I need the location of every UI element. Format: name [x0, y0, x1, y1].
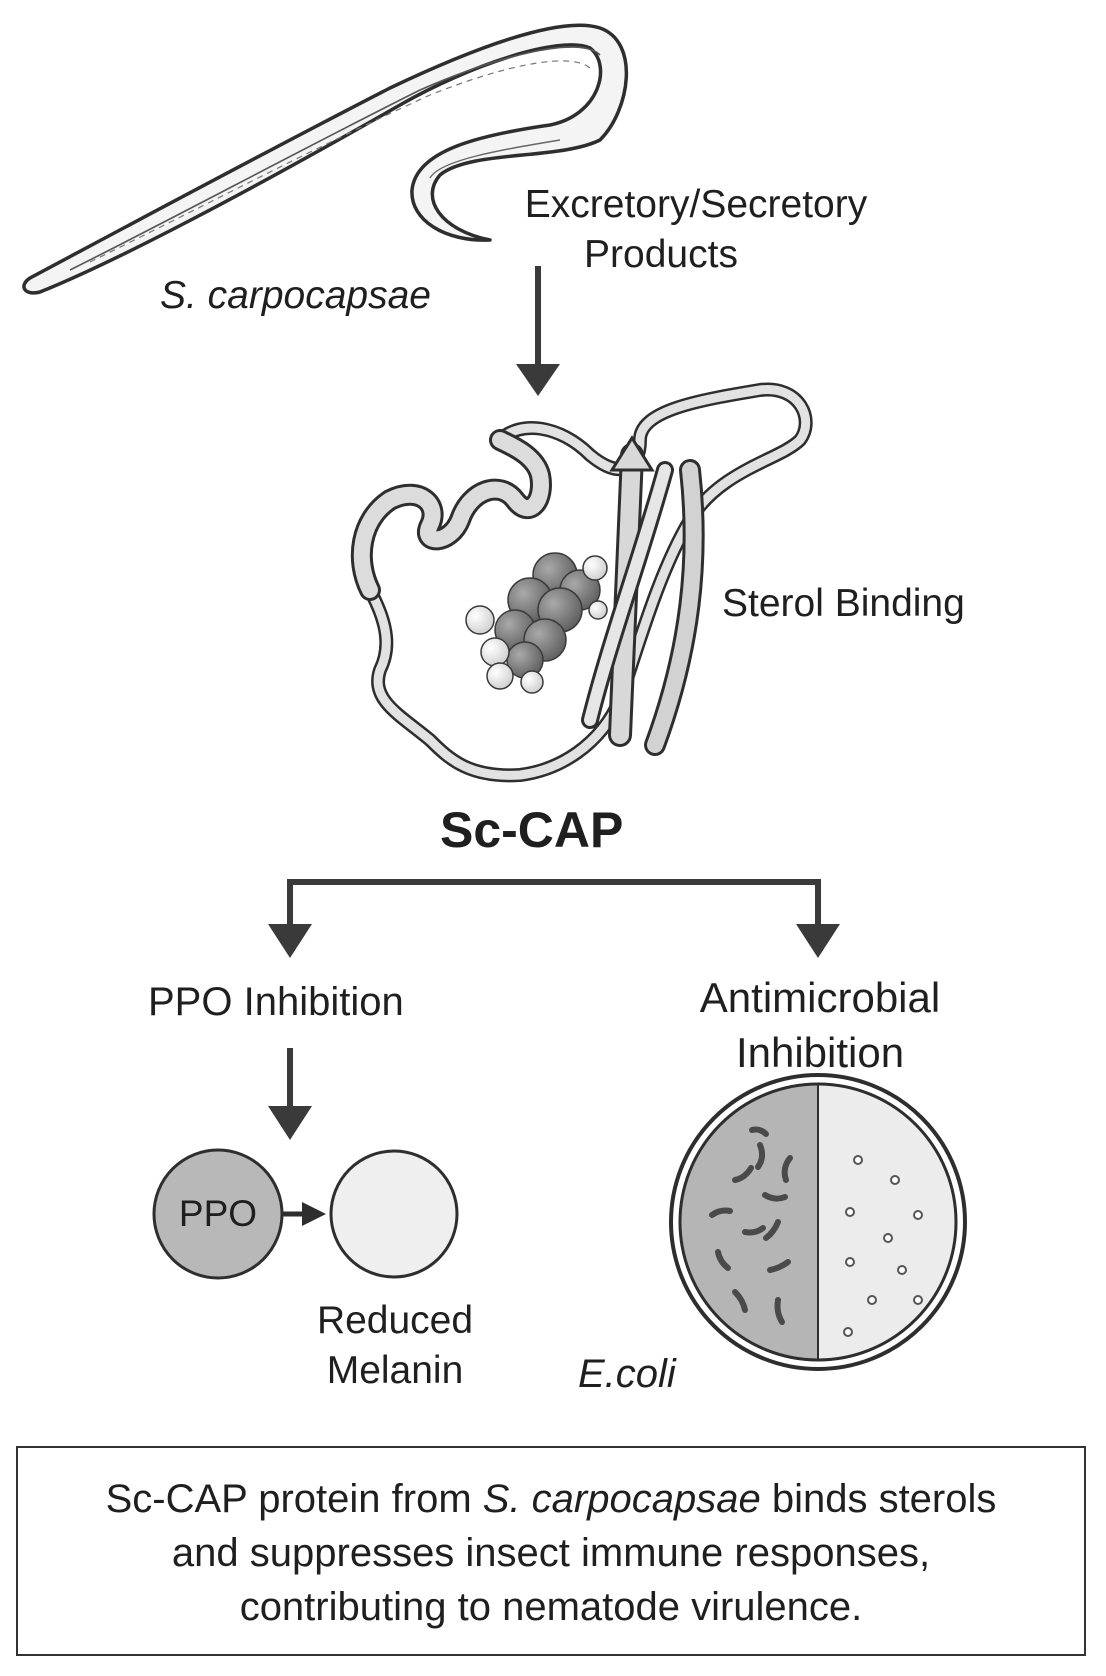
arrowhead-ppo-down — [268, 1106, 312, 1140]
caption-box: Sc-CAP protein from S. carpocapsae binds… — [16, 1446, 1086, 1656]
antimicrobial-line2: Inhibition — [735, 1029, 905, 1076]
strand-arrowhead — [609, 435, 655, 472]
melanin-circle — [329, 1149, 459, 1279]
petri-dish-icon — [669, 1073, 967, 1371]
arrowhead-es-to-protein — [516, 364, 560, 396]
caption-line3: contributing to nematode virulence. — [239, 1585, 863, 1629]
protein-name-label: Sc-CAP — [440, 802, 624, 858]
caption-line1-post: binds sterols — [760, 1477, 997, 1521]
melanin-line1: Reduced — [316, 1299, 474, 1342]
es-products-label: Excretory/Secretory Products — [486, 180, 906, 280]
arrowhead-ppo-to-melanin — [302, 1202, 326, 1226]
caption-line1: Sc-CAP protein from S. carpocapsae binds… — [18, 1472, 1084, 1526]
es-products-line1: Excretory/Secretory — [524, 183, 868, 226]
reduced-melanin-label: Reduced Melanin — [290, 1296, 500, 1396]
branch-connector — [287, 879, 821, 927]
sterol-ligand-icon — [465, 552, 608, 694]
antimicrobial-inhibition-label: Antimicrobial Inhibition — [660, 970, 980, 1080]
bacteria-colonies — [843, 1155, 923, 1337]
arrowhead-antimicrobial-branch — [796, 924, 840, 958]
bacteria-rods — [709, 1126, 793, 1325]
caption-line1-pre: Sc-CAP protein from — [105, 1477, 483, 1521]
ppo-circle-label: PPO — [178, 1193, 258, 1234]
organism-label: S. carpocapsae — [160, 274, 432, 317]
sterol-binding-label: Sterol Binding — [722, 582, 965, 625]
caption-line1-italic: S. carpocapsae — [482, 1477, 761, 1521]
es-products-line2: Products — [584, 233, 738, 276]
caption-line2: and suppresses insect immune responses, — [171, 1531, 931, 1575]
antimicrobial-line1: Antimicrobial — [699, 974, 941, 1021]
melanin-line2: Melanin — [326, 1349, 464, 1392]
ppo-inhibition-label: PPO Inhibition — [148, 980, 404, 1024]
caption-text: Sc-CAP protein from S. carpocapsae binds… — [18, 1472, 1084, 1634]
arrowhead-ppo-branch — [268, 924, 312, 958]
ecoli-label: E.coli — [578, 1352, 676, 1396]
nematode-icon — [22, 23, 629, 295]
